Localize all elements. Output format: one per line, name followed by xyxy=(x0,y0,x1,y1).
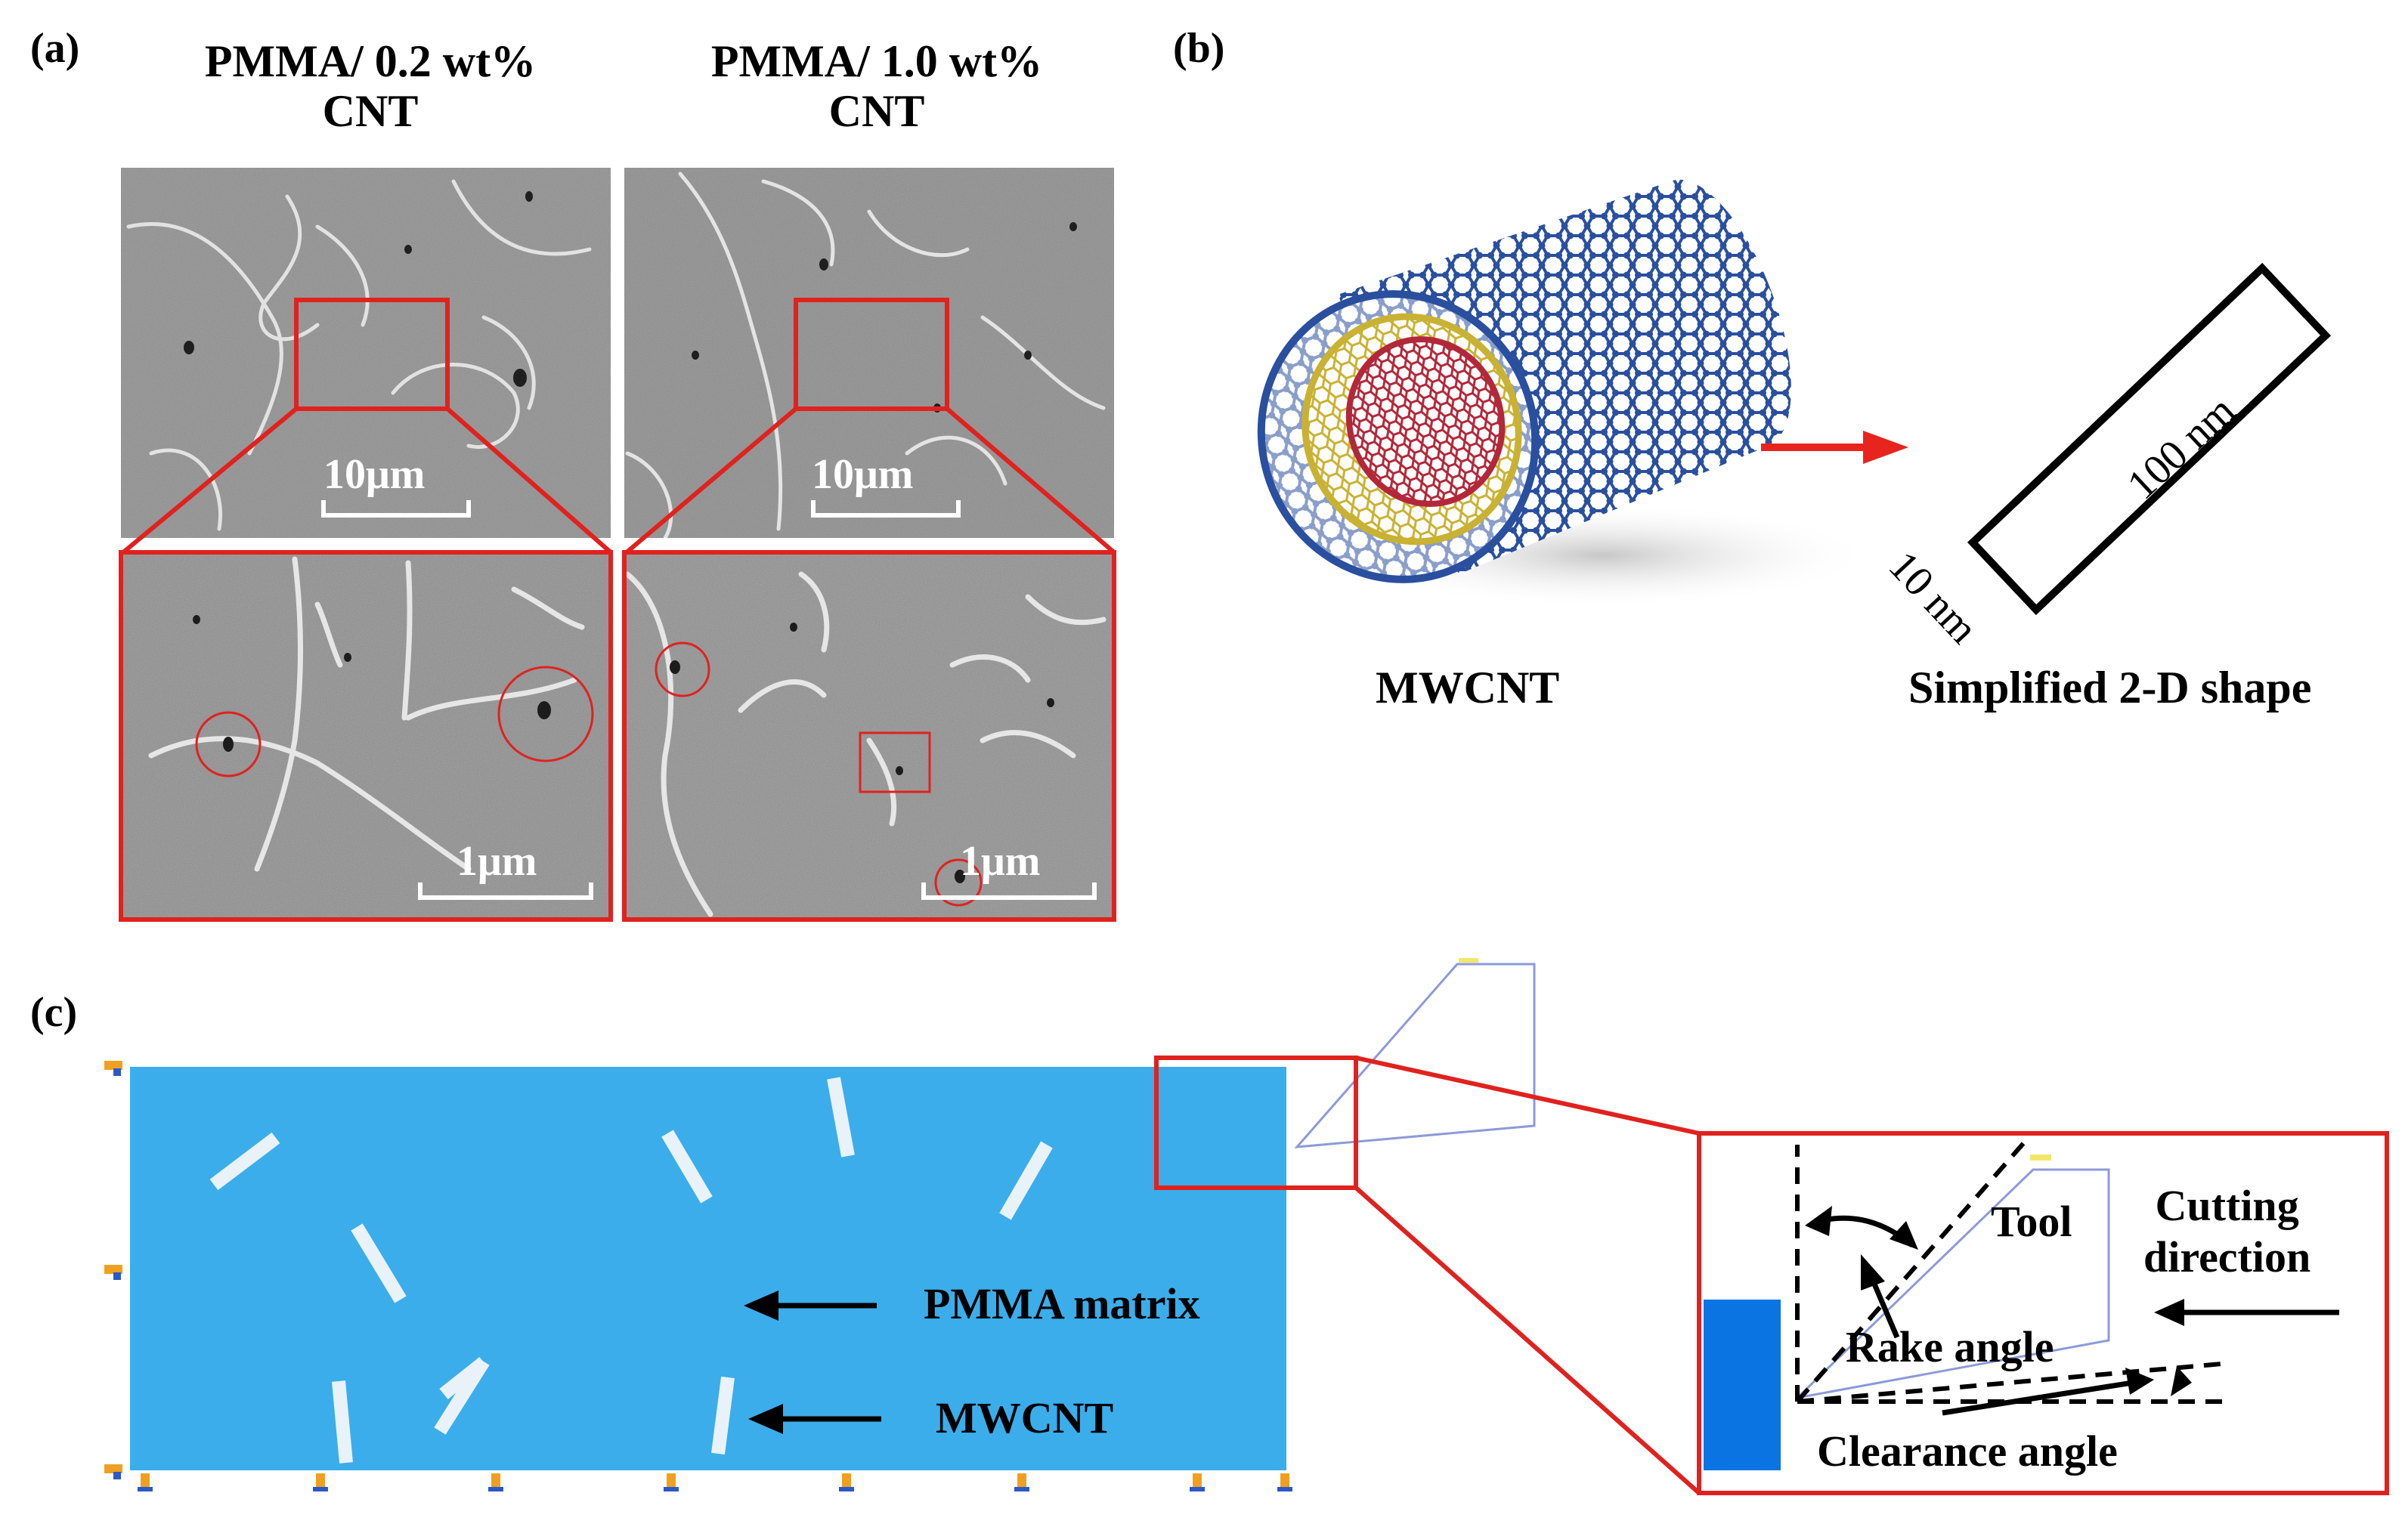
scale-bar-bottom-left xyxy=(418,883,593,900)
zoom-frame-left xyxy=(119,550,613,922)
mwcnt-caption: MWCNT xyxy=(1376,663,1560,712)
zoom-region xyxy=(1154,1056,2389,1495)
cnt-particle xyxy=(351,1223,407,1303)
cnt-particle xyxy=(827,1077,855,1158)
model-tool xyxy=(1294,963,1536,1148)
arrowhead xyxy=(1805,1206,1832,1236)
workpiece-block xyxy=(1704,1300,1781,1470)
cnt-particle xyxy=(332,1380,353,1464)
zoom-box-tool xyxy=(1154,1056,1358,1190)
sem-image-1-0wt-high xyxy=(624,552,1114,920)
cnt-label: MWCNT xyxy=(936,1393,1114,1442)
col1-title: PMMA/ 0.2 wt% CNT xyxy=(128,36,612,136)
zoom-connector xyxy=(946,406,1116,555)
scale-label-bottom-right: 1μm xyxy=(960,838,1041,885)
panel-c-label: (c) xyxy=(30,989,78,1036)
col1-title-line1: PMMA/ 0.2 wt% xyxy=(204,36,537,86)
detail-tool-mark xyxy=(2030,1155,2051,1161)
cutting-direction-line1: Cutting xyxy=(2155,1181,2299,1230)
clearance-angle-label: Clearance angle xyxy=(1817,1427,2118,1476)
arrowheads xyxy=(744,1206,2192,1434)
cnt-particle xyxy=(661,1130,713,1204)
sem-image-0-2wt-high xyxy=(121,552,611,920)
arrowhead xyxy=(748,1404,783,1434)
panel-a-label: (a) xyxy=(30,25,80,72)
rake-face-line xyxy=(1795,1139,2028,1403)
shape-caption: Simplified 2-D shape xyxy=(1908,663,2312,712)
col2-title-line1: PMMA/ 1.0 wt% xyxy=(710,36,1043,86)
col2-title: PMMA/ 1.0 wt% CNT xyxy=(627,36,1126,136)
defect-circle xyxy=(195,711,262,777)
cnt-particle xyxy=(711,1376,735,1455)
simplified-shape xyxy=(1967,262,2332,616)
scale-bars xyxy=(321,500,1097,900)
tool-label: Tool xyxy=(1991,1197,2072,1246)
sem-image-1-0wt-low xyxy=(624,168,1114,538)
defect-circle xyxy=(497,666,594,762)
scale-bar-top-left xyxy=(321,500,471,518)
scale-bar-top-right xyxy=(811,500,961,518)
rake-angle-pointer xyxy=(1868,1275,1900,1339)
zoom-connector xyxy=(446,406,612,555)
cutting-direction-line2: direction xyxy=(2143,1232,2311,1282)
zoom-connector xyxy=(122,406,298,555)
scale-label-top-left: 10μm xyxy=(323,451,426,498)
zoom-frame-right xyxy=(622,550,1116,922)
zoom-connector xyxy=(1354,1185,1701,1495)
reference-lines xyxy=(1795,1139,2223,1404)
scale-label-bottom-left: 1μm xyxy=(457,838,537,885)
arrowhead xyxy=(1890,1221,1918,1250)
zoom-connector xyxy=(625,406,797,555)
zoom-highlights xyxy=(119,298,1116,922)
arrowhead xyxy=(2125,1368,2154,1395)
defect-markers xyxy=(195,641,983,907)
cnt-particle xyxy=(209,1132,280,1191)
clearance-angle-pointer xyxy=(1942,1378,2143,1416)
cnt-inclusions xyxy=(209,1077,1053,1464)
panel-b-label: (b) xyxy=(1173,25,1225,72)
detail-tool-outline xyxy=(1796,1168,2110,1399)
transform-arrow xyxy=(1761,431,1908,464)
arrowhead xyxy=(2154,1299,2184,1326)
clearance-face-line xyxy=(1797,1362,2223,1404)
cnt-particle xyxy=(999,1141,1053,1220)
mwcnt-illustration xyxy=(1257,179,1874,608)
pmma-matrix xyxy=(130,1067,1286,1470)
zoom-box-left xyxy=(294,298,450,411)
arrowhead xyxy=(2171,1366,2192,1396)
tool-reference-mark xyxy=(1459,958,1478,963)
cnt-particle xyxy=(434,1358,490,1435)
arrowhead xyxy=(744,1291,778,1321)
defect-circle xyxy=(934,858,983,907)
col2-title-line2: CNT xyxy=(828,86,925,136)
sem-image-0-2wt-low xyxy=(121,168,611,538)
zoom-box-right xyxy=(794,298,949,411)
scale-label-top-right: 10μm xyxy=(812,451,914,498)
zoom-detail-frame xyxy=(1697,1131,2389,1495)
cutting-direction-label: Cutting direction xyxy=(2143,1180,2311,1284)
zoom-connector xyxy=(1355,1056,1700,1136)
defect-circle xyxy=(655,641,710,697)
col1-title-line2: CNT xyxy=(322,86,419,136)
matrix-label: PMMA matrix xyxy=(924,1279,1200,1328)
rake-angle-label: Rake angle xyxy=(1846,1322,2054,1371)
simplified-rectangle xyxy=(1967,262,2332,616)
defect-box xyxy=(859,731,931,793)
arrowhead xyxy=(1861,1254,1885,1291)
boundary-markers xyxy=(104,1061,1292,1491)
scale-bar-bottom-right xyxy=(921,883,1097,900)
